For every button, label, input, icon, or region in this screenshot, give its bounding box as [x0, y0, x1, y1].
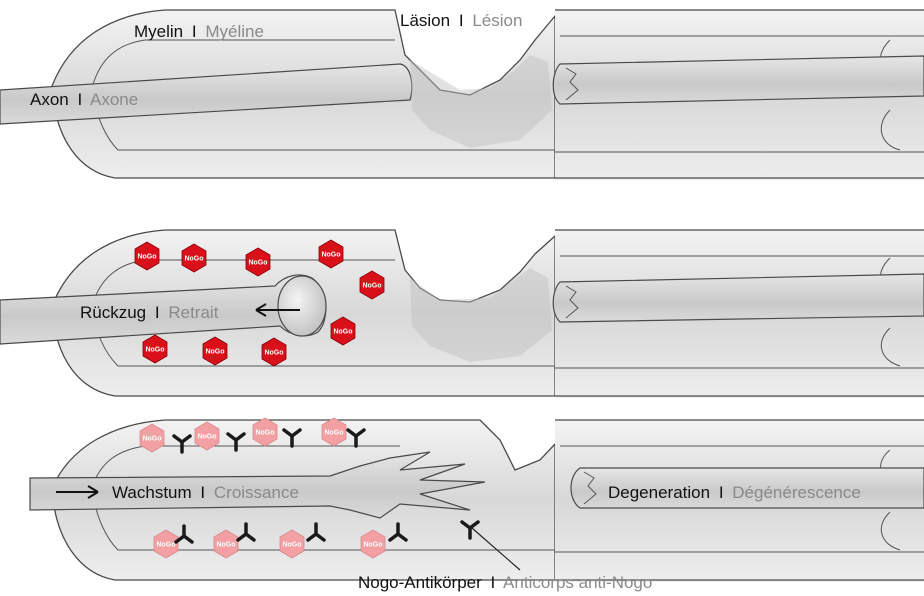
antibody-label: Nogo-Antikörper I Anticorps anti-Nogo [358, 573, 652, 592]
axon-distal [553, 274, 924, 322]
degeneration-label: Degeneration I Dégénérescence [608, 483, 861, 502]
svg-text:NoGo: NoGo [184, 256, 203, 263]
svg-text:NoGo: NoGo [282, 542, 301, 549]
retraction-bulb [278, 276, 326, 336]
svg-text:NoGo: NoGo [145, 347, 164, 354]
svg-text:NoGo: NoGo [248, 260, 267, 267]
svg-text:NoGo: NoGo [205, 349, 224, 356]
svg-text:NoGo: NoGo [137, 254, 156, 261]
retraction-label: Rückzug I Retrait [80, 303, 219, 322]
svg-text:NoGo: NoGo [264, 350, 283, 357]
svg-text:NoGo: NoGo [363, 542, 382, 549]
svg-text:NoGo: NoGo [156, 542, 175, 549]
myelin-label: Myelin I Myéline [134, 22, 264, 41]
svg-text:NoGo: NoGo [362, 283, 381, 290]
svg-text:NoGo: NoGo [321, 252, 340, 259]
lesion-label: Läsion I Lésion [400, 11, 522, 30]
growth-label: Wachstum I Croissance [112, 483, 299, 502]
svg-text:NoGo: NoGo [142, 436, 161, 443]
svg-text:NoGo: NoGo [197, 434, 216, 441]
axon-label: Axon I Axone [30, 90, 138, 109]
axon-distal [553, 56, 924, 104]
svg-text:NoGo: NoGo [324, 430, 343, 437]
svg-text:NoGo: NoGo [255, 430, 274, 437]
svg-text:NoGo: NoGo [333, 329, 352, 336]
svg-text:NoGo: NoGo [216, 542, 235, 549]
